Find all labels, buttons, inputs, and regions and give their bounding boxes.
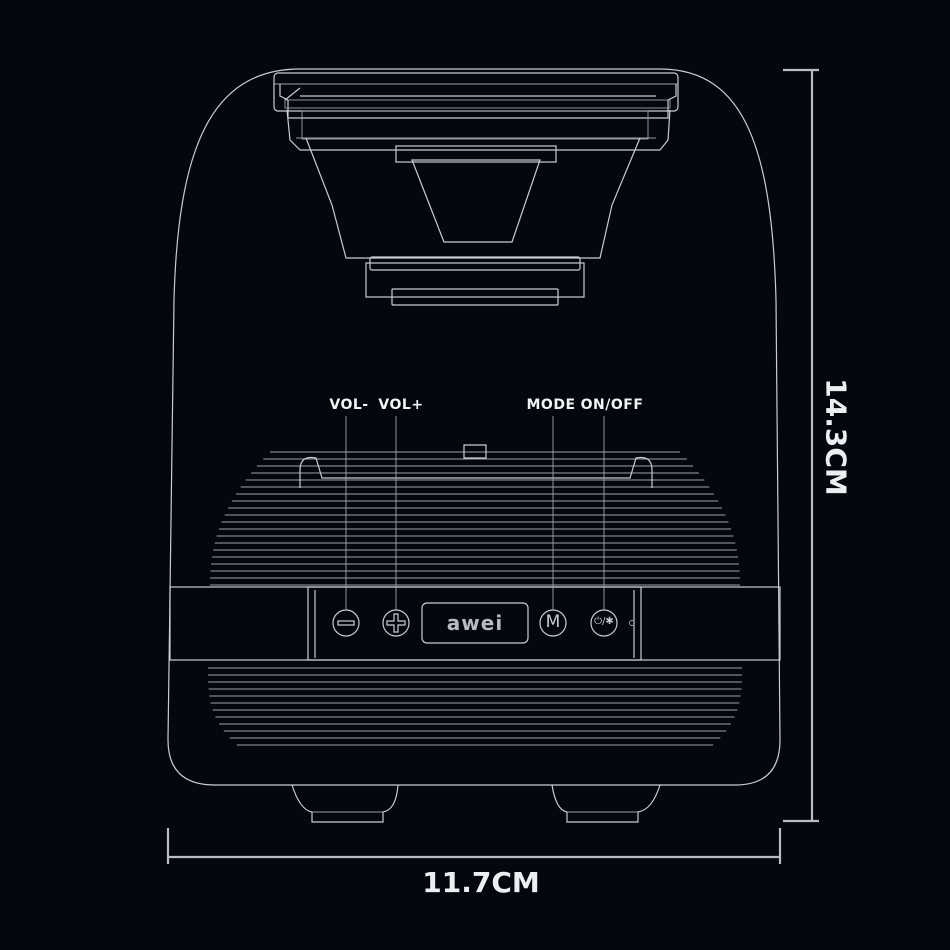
width-dimension-line bbox=[166, 828, 782, 864]
speaker-driver bbox=[273, 72, 679, 306]
width-dimension-label: 11.7CM bbox=[422, 866, 540, 899]
grille-top-outline bbox=[299, 444, 653, 488]
left-foot bbox=[291, 784, 399, 823]
speaker-grille bbox=[208, 444, 742, 746]
logo-plate bbox=[421, 602, 529, 644]
mode-label: MODE bbox=[526, 397, 576, 413]
minus-icon bbox=[337, 620, 355, 626]
leader-lines bbox=[345, 416, 605, 610]
indicator-led bbox=[629, 620, 635, 626]
control-panel bbox=[307, 586, 642, 661]
brand-logo: awei bbox=[446, 611, 504, 635]
vol-minus-button[interactable] bbox=[332, 609, 360, 637]
vol-plus-label: VOL+ bbox=[378, 397, 424, 413]
vol-minus-label: VOL- bbox=[329, 397, 369, 413]
right-foot bbox=[551, 784, 661, 823]
plus-icon bbox=[386, 613, 406, 633]
mode-glyph: M bbox=[545, 612, 561, 632]
height-dimension-line bbox=[783, 68, 819, 823]
power-light-icon: ⏻/✱ bbox=[594, 616, 614, 627]
speaker-body-outline bbox=[167, 68, 781, 786]
on-off-label: ON/OFF bbox=[580, 397, 644, 413]
height-dimension-label: 14.3CM bbox=[819, 378, 853, 496]
